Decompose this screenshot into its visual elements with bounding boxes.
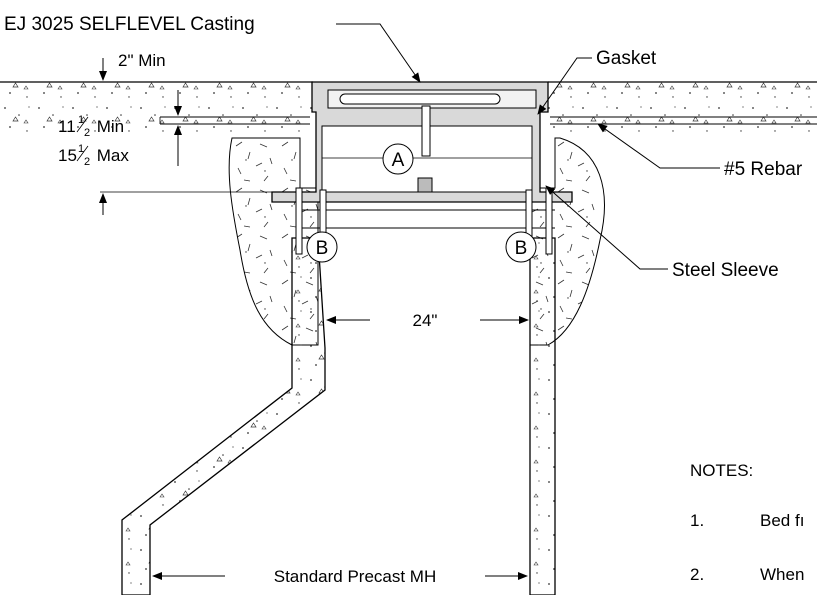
cover-min-dimension: 2" Min [118, 51, 166, 70]
marker-b-left: B [306, 231, 338, 263]
marker-b-right-label: B [515, 238, 528, 259]
depth-max-rest: Max [92, 146, 129, 165]
depth-min-whole: 11 [58, 117, 76, 136]
note-1-number: 1. [690, 511, 704, 530]
depth-min-dimension: 11 1 2 Min [58, 114, 124, 139]
depth-max-whole: 15 [58, 146, 77, 165]
note-2-text: When [760, 565, 804, 584]
rebar-callout: #5 Rebar [724, 159, 803, 180]
pavement-slab [0, 81, 817, 138]
marker-a: A [382, 143, 414, 175]
casting-frame [271, 81, 573, 255]
marker-b-right: B [505, 231, 537, 263]
depth-max-dimension: 15 1 2 Max [58, 143, 129, 168]
depth-max-frac-num: 1 [78, 143, 84, 155]
steel-sleeve-callout: Steel Sleeve [672, 260, 779, 281]
dimension-lines [99, 58, 529, 580]
manhole-walls [121, 237, 556, 596]
gasket-callout: Gasket [596, 48, 657, 69]
notes-block: NOTES: 1. Bed fı 2. When [690, 461, 804, 584]
marker-b-left-label: B [316, 238, 329, 259]
depth-min-frac-den: 2 [84, 127, 90, 139]
depth-min-frac-num: 1 [78, 114, 84, 126]
note-1-text: Bed fı [760, 511, 804, 530]
callout-leaders [336, 23, 720, 270]
depth-max-frac-den: 2 [84, 156, 90, 168]
opening-dimension: 24" [413, 311, 438, 330]
note-2-number: 2. [690, 565, 704, 584]
manhole-label: Standard Precast MH [274, 567, 437, 586]
casting-callout: EJ 3025 SELFLEVEL Casting [4, 14, 255, 35]
depth-min-rest: Min [92, 117, 124, 136]
notes-heading: NOTES: [690, 461, 753, 480]
marker-a-label: A [392, 150, 405, 171]
